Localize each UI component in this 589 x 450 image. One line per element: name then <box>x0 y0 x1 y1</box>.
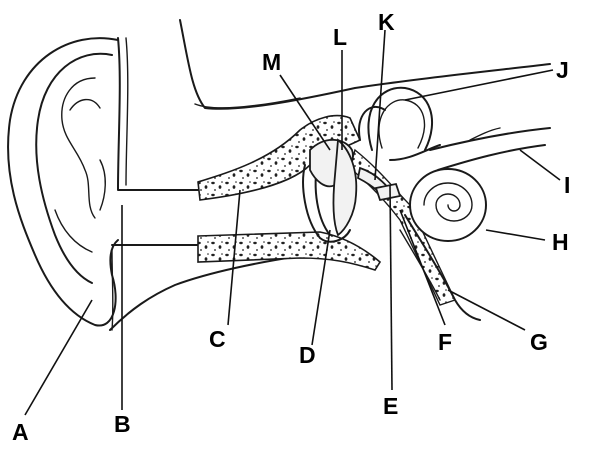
label-m: M <box>262 49 281 75</box>
label-h: H <box>552 229 569 255</box>
label-i: I <box>564 172 570 198</box>
label-d: D <box>299 342 316 368</box>
label-e: E <box>383 393 398 419</box>
middle-ear <box>303 140 400 242</box>
part-labels: A B C D E F G H I J K L M <box>12 9 570 445</box>
label-c: C <box>209 326 226 352</box>
label-a: A <box>12 419 29 445</box>
label-g: G <box>530 329 548 355</box>
label-b: B <box>114 411 131 437</box>
label-k: K <box>378 9 395 35</box>
label-f: F <box>438 329 452 355</box>
ear-canal <box>112 38 200 330</box>
pinna <box>8 38 118 325</box>
label-j: J <box>556 57 569 83</box>
label-l: L <box>333 24 347 50</box>
